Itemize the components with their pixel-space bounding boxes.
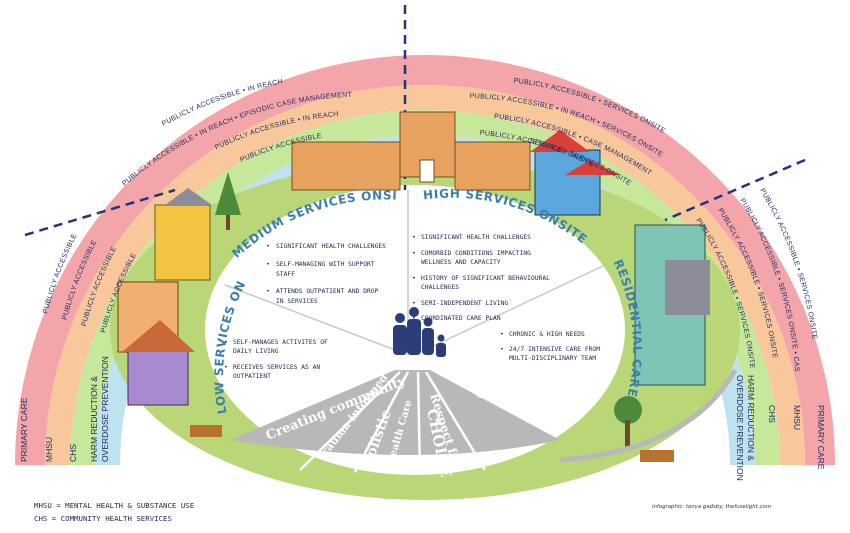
high-bullet-2b: WELLNESS AND CAPACITY	[421, 259, 501, 266]
residential-bullet-2b: MULTI-DISCIPLINARY TEAM	[509, 355, 596, 362]
winding-path	[559, 368, 738, 463]
svg-text:•: •	[412, 250, 416, 257]
high-bullet-3b: CHALLENGES	[421, 284, 459, 291]
left-band-names: PRIMARY CARE MHSU CHS HARM REDUCTION & O…	[19, 356, 110, 462]
values-path-fan	[230, 370, 560, 455]
svg-text:•: •	[412, 275, 416, 282]
high-bullet-2a: COMORBID CONDITIONS IMPACTING	[421, 250, 531, 257]
svg-text:•: •	[266, 261, 270, 268]
residential-bullets: • CHRONIC & HIGH NEEDS • 24/7 INTENSIVE …	[500, 331, 600, 362]
svg-text:•: •	[412, 300, 416, 307]
low-bullet-2a: RECEIVES SERVICES AS AN	[233, 364, 320, 371]
right-band-harm-reduction: HARM REDUCTION &	[746, 375, 756, 461]
low-bullet-1b: DAILY LIVING	[233, 348, 279, 355]
medium-bullet-3b: IN SERVICES	[276, 298, 318, 305]
high-bullets: • SIGNIFICANT HEALTH CHALLENGES • COMORB…	[412, 234, 550, 322]
left-band-harm-reduction: HARM REDUCTION &	[89, 376, 99, 462]
high-bullet-1: SIGNIFICANT HEALTH CHALLENGES	[421, 234, 531, 241]
svg-text:•: •	[266, 243, 270, 250]
svg-text:•: •	[224, 364, 228, 371]
medium-bullet-3a: ATTENDS OUTPATIENT AND DROP	[276, 288, 379, 295]
bench-left	[190, 425, 222, 437]
right-band-primary-care: PRIMARY CARE	[816, 405, 826, 470]
svg-text:•: •	[266, 288, 270, 295]
medium-bullet-2b: STAFF	[276, 271, 295, 278]
residential-bullet-2a: 24/7 INTENSIVE CARE FROM	[509, 346, 600, 353]
left-band-mhsu: MHSU	[44, 437, 54, 462]
left-band-primary-care: PRIMARY CARE	[19, 397, 29, 462]
right-band-names: PRIMARY CARE MHSU CHS HARM REDUCTION & O…	[735, 375, 826, 481]
svg-text:•: •	[412, 234, 416, 241]
building-blue-house	[530, 130, 620, 216]
tree-left	[215, 172, 241, 230]
right-band-mhsu: MHSU	[792, 405, 802, 430]
building-town-hall	[291, 111, 531, 191]
bench-right	[640, 450, 674, 462]
left-band-overdose-prevention: OVERDOSE PREVENTION	[100, 356, 110, 462]
footnote-mhsu: MHSU = MENTAL HEALTH & SUBSTANCE USE	[34, 501, 195, 510]
svg-text:•: •	[500, 331, 504, 338]
footnote-chs: CHS = COMMUNITY HEALTH SERVICES	[34, 514, 172, 523]
credit-text: infographic: tonya gadsby, thefuselight.…	[652, 504, 771, 510]
low-bullet-2b: OUTPATIENT	[233, 373, 271, 380]
residential-bullet-1: CHRONIC & HIGH NEEDS	[509, 331, 585, 338]
low-bullets: • SELF-MANAGES ACTIVITES OF DAILY LIVING…	[224, 339, 328, 380]
building-purple-house	[122, 320, 195, 406]
right-band-chs: CHS	[767, 405, 777, 423]
right-band-overdose-prevention: OVERDOSE PREVENTION	[735, 375, 745, 481]
high-bullet-3a: HISTORY OF SIGNIFICANT BEHAVIOURAL	[421, 275, 550, 282]
svg-text:•: •	[500, 346, 504, 353]
left-band-chs: CHS	[68, 444, 78, 462]
svg-text:•: •	[412, 315, 416, 322]
medium-bullet-1: SIGNIFICANT HEALTH CHALLENGES	[276, 243, 386, 250]
medium-bullet-2a: SELF-MANAGING WITH SUPPORT	[276, 261, 375, 268]
building-residential-tower	[634, 224, 710, 386]
tree-right	[614, 396, 642, 450]
high-bullet-4: SEMI-INDEPENDENT LIVING	[421, 300, 508, 307]
high-bullet-5: COORDINATED CARE PLAN	[421, 315, 501, 322]
svg-text:•: •	[224, 339, 228, 346]
low-bullet-1a: SELF-MANAGES ACTIVITES OF	[233, 339, 328, 346]
medium-bullets: • SIGNIFICANT HEALTH CHALLENGES • SELF-M…	[266, 243, 386, 305]
building-yellow-house	[154, 188, 212, 281]
family-figures-icon	[393, 307, 446, 357]
